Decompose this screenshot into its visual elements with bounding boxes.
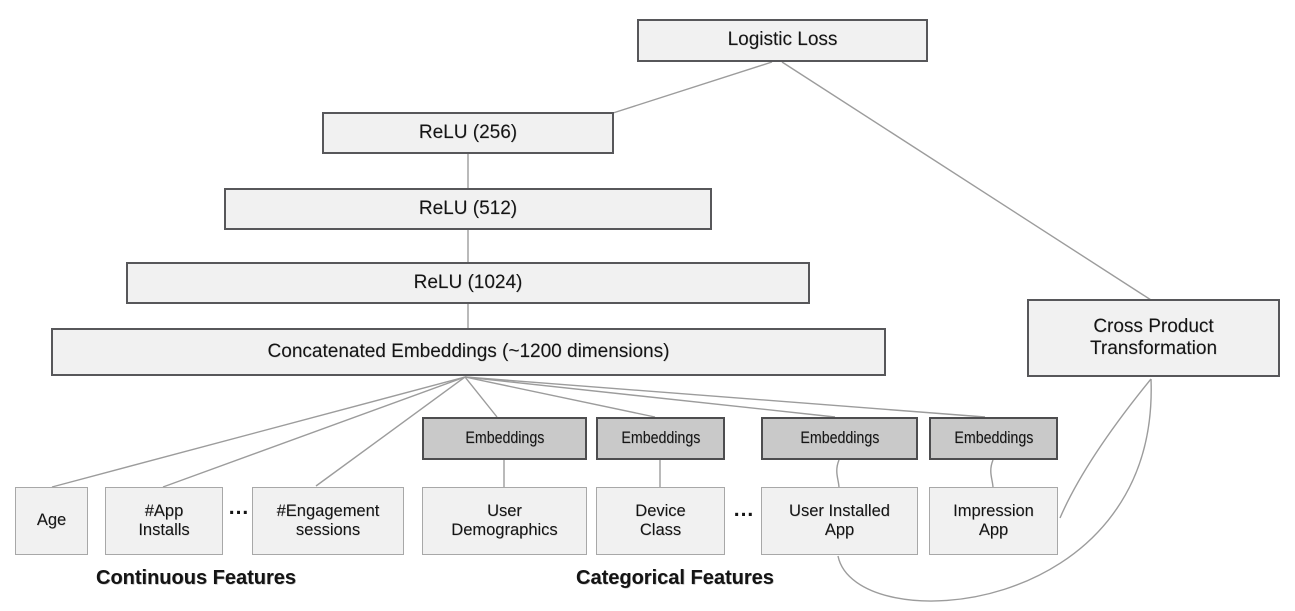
node-embeddings-label: Embeddings — [621, 428, 700, 447]
ellipsis-categorical: ... — [733, 498, 755, 521]
edge-concat-engagement — [315, 376, 466, 487]
node-age: Age — [15, 487, 88, 555]
edge-concat-emb1 — [464, 376, 498, 418]
edge-concat-appinstalls — [162, 376, 466, 488]
node-concatenated-embeddings: Concatenated Embeddings (~1200 dimension… — [51, 328, 886, 376]
node-cross-product-transformation: Cross Product Transformation — [1027, 299, 1280, 377]
ellipsis-continuous: ... — [228, 496, 250, 519]
node-app-installs-label: #App Installs — [138, 501, 190, 539]
node-relu-512: ReLU (512) — [224, 188, 712, 230]
node-device-class-label: Device Class — [635, 501, 686, 539]
node-concatenated-embeddings-label: Concatenated Embeddings (~1200 dimension… — [267, 340, 670, 362]
node-embeddings-user-installed-app: Embeddings — [761, 417, 918, 460]
node-app-installs: #App Installs — [105, 487, 223, 555]
edge-emb4-impressionapp — [990, 459, 994, 489]
continuous-features-label: Continuous Features — [96, 567, 297, 589]
edge-emb3-userinstalledapp — [836, 459, 840, 489]
edge-concat-emb2 — [464, 376, 656, 418]
node-embeddings-device-class: Embeddings — [596, 417, 725, 460]
node-device-class: Device Class — [596, 487, 725, 555]
node-user-installed-app-label: User Installed App — [789, 501, 890, 539]
node-user-demographics-label: User Demographics — [451, 501, 558, 539]
node-embeddings-label: Embeddings — [954, 428, 1033, 447]
node-logistic-loss: Logistic Loss — [637, 19, 928, 62]
edge-loss-crossproduct — [781, 61, 1152, 301]
node-relu-512-label: ReLU (512) — [418, 197, 518, 219]
node-relu-256: ReLU (256) — [322, 112, 614, 154]
edge-concat-age — [51, 376, 466, 488]
edge-impressionapp-crossproduct — [1059, 378, 1152, 519]
node-age-label: Age — [36, 511, 67, 530]
node-relu-256-label: ReLU (256) — [418, 121, 518, 143]
node-impression-app: Impression App — [929, 487, 1058, 555]
node-user-demographics: User Demographics — [422, 487, 587, 555]
node-engagement-sessions: #Engagement sessions — [252, 487, 404, 555]
node-impression-app-label: Impression App — [953, 501, 1034, 539]
node-engagement-sessions-label: #Engagement sessions — [276, 501, 380, 539]
edge-concat-emb4 — [464, 376, 986, 418]
edge-loss-relu256 — [612, 61, 773, 114]
node-relu-1024-label: ReLU (1024) — [413, 271, 523, 293]
node-cross-product-transformation-label: Cross Product Transformation — [1089, 315, 1218, 359]
node-user-installed-app: User Installed App — [761, 487, 918, 555]
node-relu-1024: ReLU (1024) — [126, 262, 810, 304]
node-embeddings-label: Embeddings — [465, 428, 544, 447]
node-embeddings-user-demographics: Embeddings — [422, 417, 587, 460]
node-logistic-loss-label: Logistic Loss — [727, 29, 838, 51]
node-embeddings-impression-app: Embeddings — [929, 417, 1058, 460]
edge-userinstalledapp-crossproduct — [837, 378, 1152, 602]
node-embeddings-label: Embeddings — [800, 428, 879, 447]
edge-concat-emb3 — [464, 376, 836, 418]
categorical-features-label: Categorical Features — [576, 567, 774, 589]
